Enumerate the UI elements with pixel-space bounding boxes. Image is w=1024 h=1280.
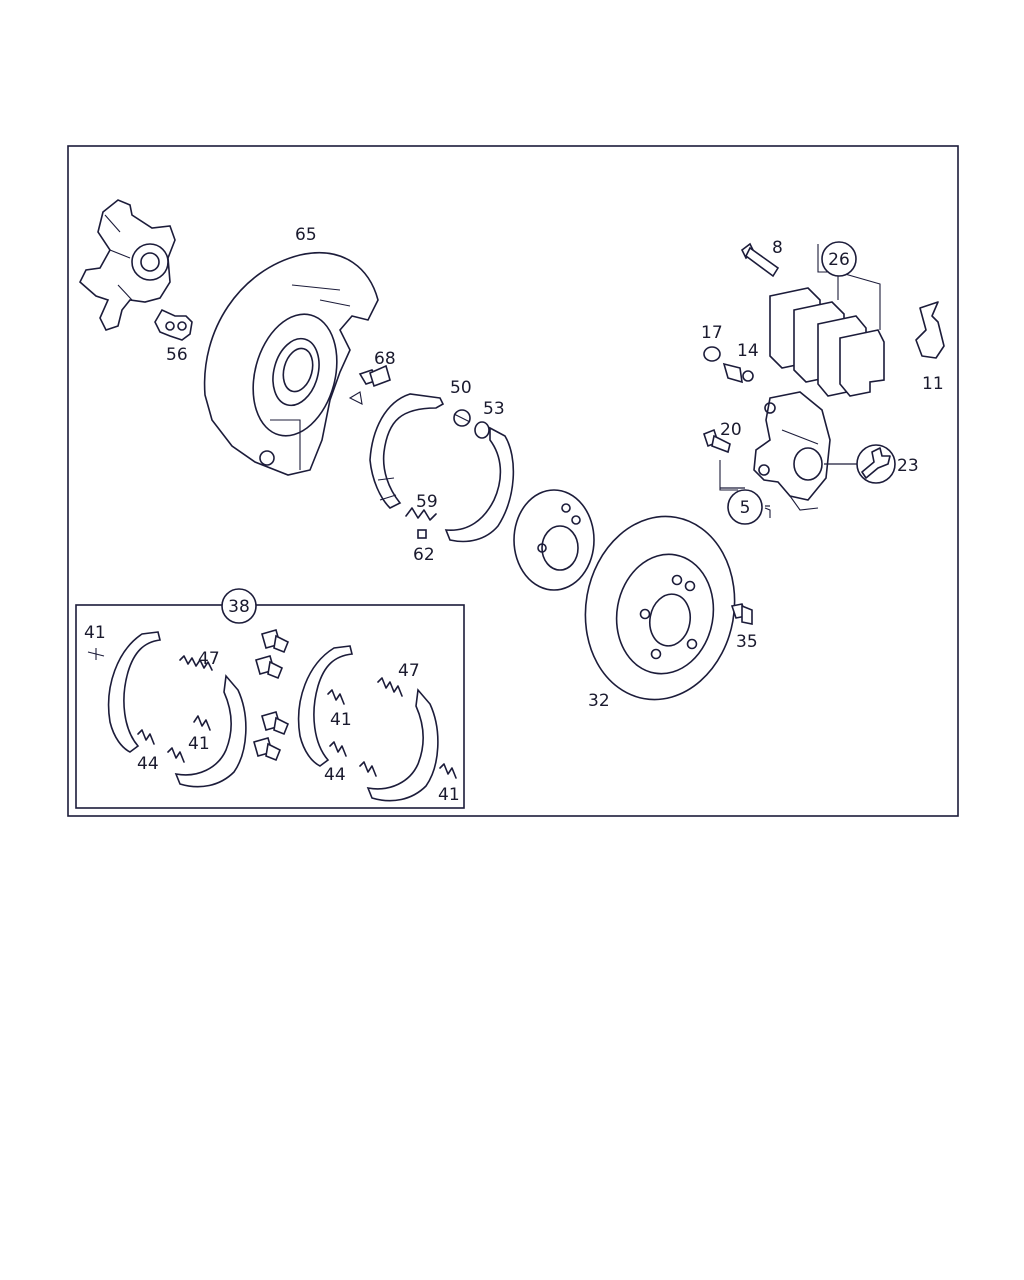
sleeve-53: [474, 421, 490, 439]
callout-59: 59: [416, 492, 438, 512]
guide-pin-8: [740, 242, 780, 278]
callout-65: 65: [295, 225, 317, 245]
callout-14: 14: [737, 341, 759, 361]
callout-23: 23: [897, 456, 919, 476]
brake-caliper: [719, 391, 831, 518]
kit-callout-44-b: 44: [324, 765, 346, 785]
wrench-icon: [824, 444, 896, 484]
callout-17: 17: [701, 323, 723, 343]
callout-11: 11: [922, 374, 944, 394]
leader-lines: [720, 487, 770, 507]
kit-callout-41-b: 41: [188, 734, 210, 754]
shoe-kit-panel: [75, 604, 465, 809]
kit-shoes-left: [107, 631, 247, 788]
wheel-hub: [513, 489, 595, 591]
plug-17: [703, 346, 721, 362]
parking-brake-shoes: [369, 393, 515, 543]
callout-62: 62: [413, 545, 435, 565]
kit-callout-41-d: 41: [438, 785, 460, 805]
callout-8: 8: [772, 238, 783, 258]
dust-shield: [203, 252, 379, 476]
bolt-68: [358, 364, 391, 388]
callout-50: 50: [450, 378, 472, 398]
callout-circle-38: [221, 588, 257, 624]
kit-callout-41-a: 41: [84, 623, 106, 643]
adjuster-50: [453, 409, 471, 427]
callout-53: 53: [483, 399, 505, 419]
bracket-56: [154, 308, 193, 341]
spring-clip-11: [915, 301, 945, 359]
callout-56: 56: [166, 345, 188, 365]
diagram-frame: [67, 145, 959, 817]
kit-pins-springs: [87, 648, 457, 779]
spring-59: [405, 507, 437, 521]
bleed-screw-14: [722, 362, 754, 384]
callout-26: 26: [828, 250, 850, 270]
callout-38: 38: [228, 597, 250, 617]
brake-disc: [584, 515, 736, 701]
brake-pads: [769, 244, 885, 397]
kit-callout-47-a: 47: [198, 649, 220, 669]
callout-circle-5: [727, 489, 763, 525]
pin-62: [417, 529, 427, 539]
kit-bolts: [253, 629, 290, 762]
callout-35: 35: [736, 632, 758, 652]
kit-callout-47-b: 47: [398, 661, 420, 681]
callout-68: 68: [374, 349, 396, 369]
steering-knuckle: [79, 199, 176, 331]
kit-callout-41-c: 41: [330, 710, 352, 730]
callout-20: 20: [720, 420, 742, 440]
callout-32: 32: [588, 691, 610, 711]
kit-callout-44-a: 44: [137, 754, 159, 774]
callout-circle-26: [821, 241, 857, 277]
kit-shoes-right: [297, 645, 439, 802]
bolt-20: [703, 428, 731, 454]
bolt-35: [730, 603, 753, 625]
callout-5: 5: [740, 498, 751, 518]
